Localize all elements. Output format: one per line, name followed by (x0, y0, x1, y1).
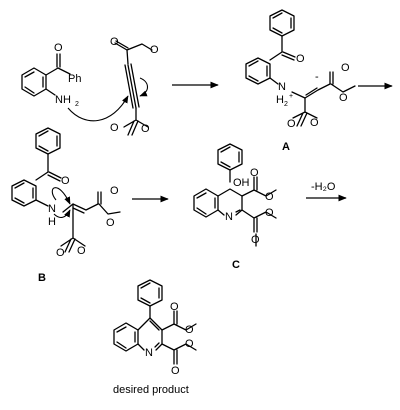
intermediate-a-structure (245, 9, 356, 127)
alkyne-triple-bond (124, 63, 140, 109)
atom-label-nh2: NH (55, 94, 71, 106)
vinyl-chain (291, 83, 331, 99)
atom-label-o: O (56, 247, 65, 259)
top-ester-carbonyl (114, 40, 129, 51)
ester-bottom (161, 343, 197, 365)
atom-label-o: O (171, 365, 180, 377)
nucleophilic-attack-arrow (67, 95, 129, 122)
electron-shift-arrow (139, 77, 149, 97)
atom-subscript-2: 2 (284, 101, 288, 108)
oh-label-bg (233, 176, 249, 188)
charge-minus: - (315, 71, 319, 83)
aromatic-double-bonds (24, 71, 44, 94)
atom-label-o: O (141, 123, 150, 135)
phenyl-double-bonds (38, 130, 58, 152)
atom-label-oh: OH (233, 177, 250, 189)
phenyl-double-bonds (220, 146, 240, 168)
aminobenzophenone-structure (21, 53, 71, 97)
pyridine-ring (137, 317, 163, 351)
phenyl-double-bonds (140, 282, 160, 304)
benzo-double-bonds (196, 192, 216, 215)
atom-label-o: O (265, 207, 274, 219)
n-bond (35, 199, 49, 207)
dehydration-label: -H₂O (311, 181, 336, 193)
ester-bottom (241, 209, 277, 233)
atom-label-o: O (110, 36, 119, 48)
benzoyl-carbonyl (47, 171, 62, 182)
benzo-double-bonds (116, 326, 136, 349)
ester-top (161, 310, 197, 331)
dmad-structure (114, 40, 153, 136)
quinoline-product-structure (113, 279, 197, 365)
atom-label-o: O (287, 118, 296, 130)
vinyl-double (305, 87, 318, 96)
atom-label-o: O (77, 245, 86, 257)
atom-subscript-2: 2 (75, 101, 79, 108)
aniline-double-bonds (248, 60, 268, 82)
atom-label-o: O (251, 234, 260, 246)
atom-label-n: N (48, 203, 56, 215)
atom-label-o: O (339, 92, 348, 104)
atom-label-o: O (106, 217, 115, 229)
atom-label-o: O (250, 167, 259, 179)
ester-right (97, 191, 121, 215)
atom-label-n: N (278, 81, 286, 93)
ring-closure-arrow (51, 187, 71, 205)
charge-plus: + (289, 93, 293, 100)
compound-label-c: C (232, 259, 240, 271)
n-bond (269, 77, 279, 85)
atom-label-o: O (150, 44, 159, 56)
atom-label-n: N (145, 347, 153, 359)
atom-label-o: O (110, 122, 119, 134)
atom-label-n: N (225, 211, 233, 223)
atom-label-o: O (296, 53, 305, 65)
atom-label-ph: Ph (68, 73, 81, 85)
benzoyl-carbonyl (281, 51, 296, 61)
ester-top (241, 176, 277, 197)
pyridine-double-bonds (149, 320, 160, 348)
intermediate-c-structure (193, 143, 277, 247)
atom-label-h2: H (276, 94, 284, 106)
vinyl-chain (62, 203, 99, 213)
atom-label-o: O (185, 338, 194, 350)
amine-bond (45, 88, 56, 96)
atom-label-o: O (170, 301, 179, 313)
atom-label-o: O (265, 191, 274, 203)
imine-double (235, 209, 241, 213)
ester-down (292, 97, 318, 127)
ester-right (329, 71, 356, 93)
atom-label-o: O (310, 117, 319, 129)
product-caption: desired product (113, 384, 189, 396)
compound-label-b: B (38, 272, 46, 284)
atom-label-h: H (48, 216, 56, 228)
benzoyl-bond (35, 153, 49, 181)
compound-label-a: A (282, 141, 290, 153)
atom-label-o: O (341, 62, 350, 74)
carbonyl-bridge (45, 67, 71, 76)
phenyl-double-bonds (272, 12, 292, 34)
ester-down (60, 203, 86, 253)
vinyl-double (72, 207, 85, 214)
atom-label-o: O (61, 175, 70, 187)
aniline-double-bonds (14, 182, 34, 204)
bottom-ester-carbonyl (127, 120, 139, 136)
atom-label-o: O (110, 185, 119, 197)
proton-shift-arrow (53, 209, 71, 219)
atom-label-o: O (185, 324, 194, 336)
benzoyl-bond (269, 35, 283, 61)
atom-label-o: O (54, 42, 63, 54)
top-ester (126, 43, 153, 65)
carbonyl-bond (56, 53, 61, 68)
intermediate-b-structure (11, 127, 121, 253)
